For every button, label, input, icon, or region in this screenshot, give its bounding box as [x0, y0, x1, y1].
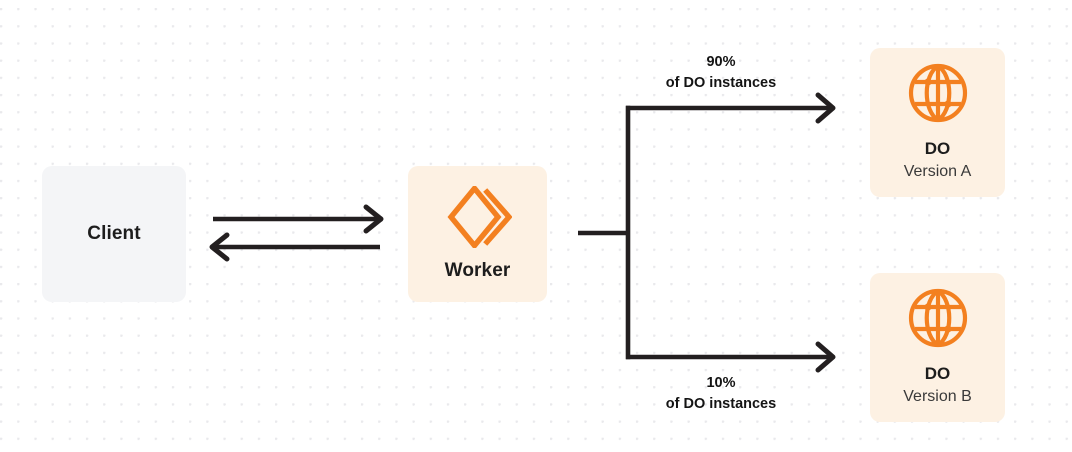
edge-label-do-a-percent: 90%: [706, 54, 736, 70]
edge-worker-to-do-a: [626, 92, 836, 124]
edge-label-do-a: 90% of DO instances: [628, 52, 814, 94]
node-do-a-sublabel: Version A: [903, 162, 972, 180]
edge-worker-to-client: [209, 232, 380, 262]
node-do-b-sublabel: Version B: [903, 387, 972, 405]
edge-client-to-worker: [213, 204, 384, 234]
globe-icon: [907, 62, 969, 124]
node-client-label: Client: [87, 222, 141, 244]
edge-label-do-a-description: of DO instances: [665, 75, 777, 92]
node-do-version-b: DO Version B: [870, 273, 1005, 422]
node-do-version-a: DO Version A: [870, 48, 1005, 197]
edge-label-do-b-percent: 10%: [706, 375, 736, 391]
node-client: Client: [42, 166, 186, 302]
cloudflare-workers-icon: [444, 184, 513, 249]
node-worker-label: Worker: [444, 259, 511, 281]
node-do-b-label: DO: [924, 364, 951, 384]
edge-worker-to-do-b: [626, 341, 836, 373]
node-worker: Worker: [408, 166, 547, 302]
edge-label-do-b: 10% of DO instances: [628, 373, 814, 415]
node-do-a-label: DO: [924, 139, 951, 159]
edge-label-do-b-description: of DO instances: [665, 396, 777, 413]
globe-icon: [907, 287, 969, 349]
